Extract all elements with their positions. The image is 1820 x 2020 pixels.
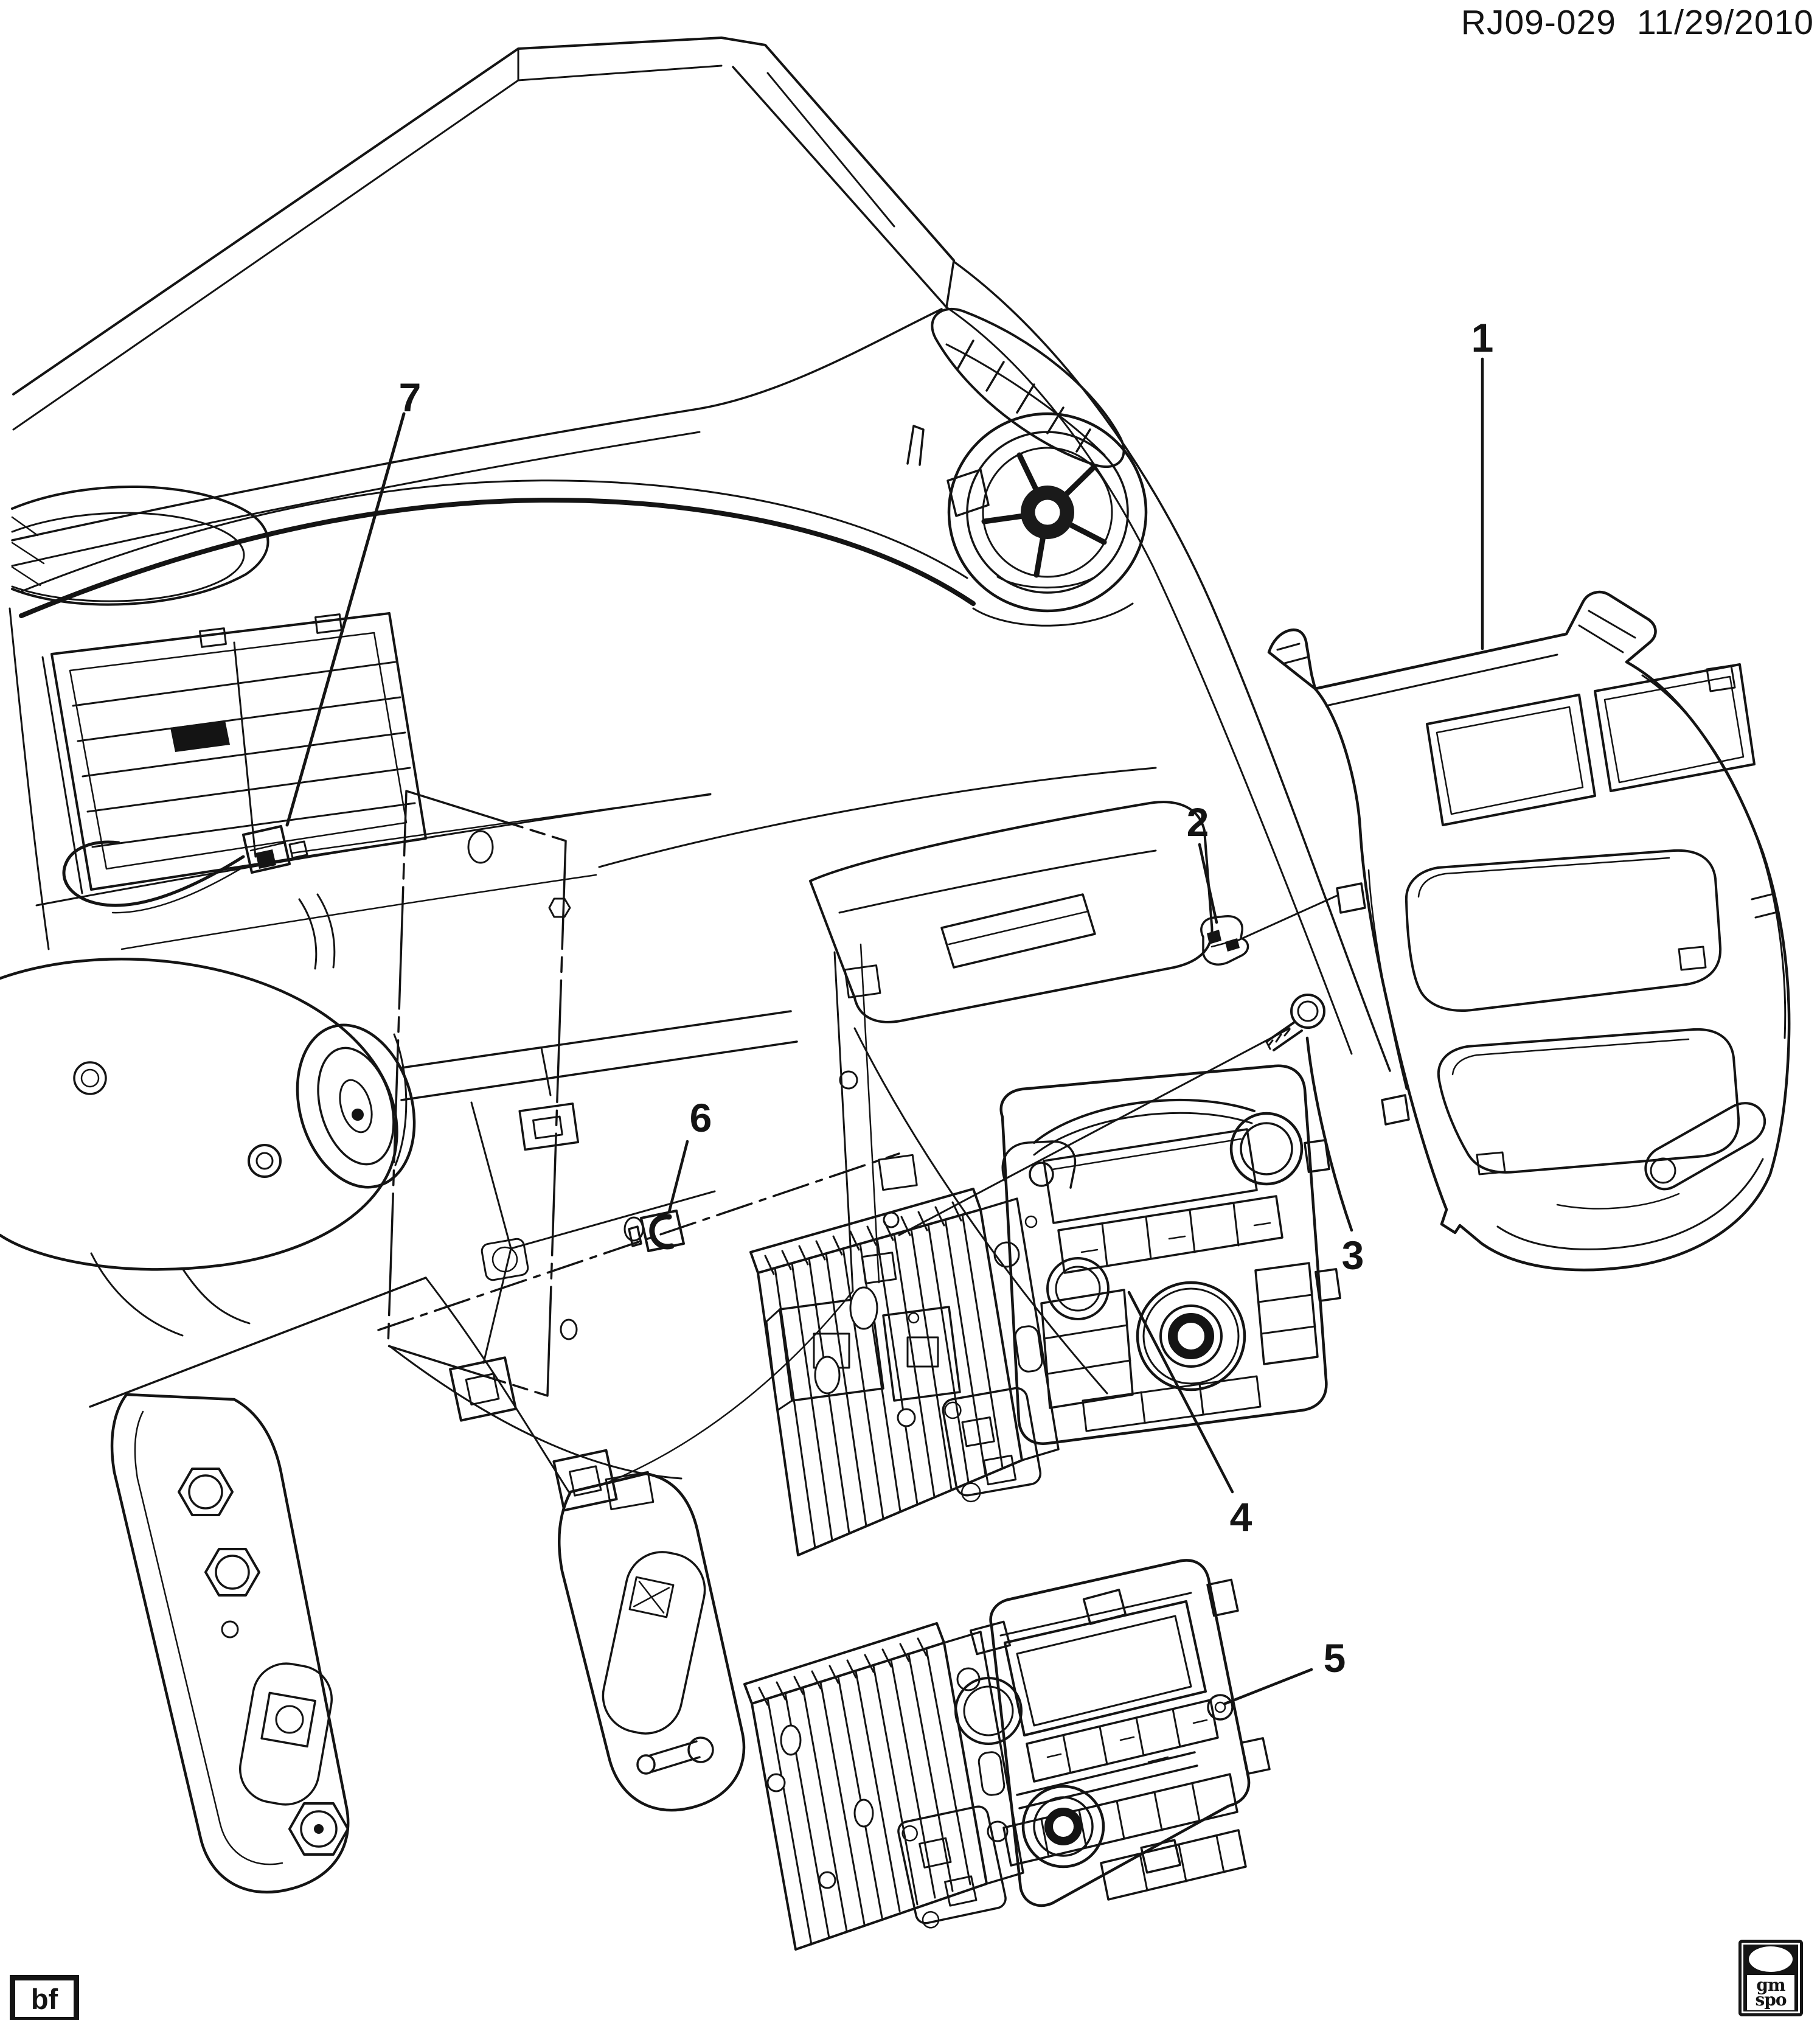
callout-numbers: 1 2 3 4 5 6 7 bbox=[399, 315, 1494, 1680]
wiring-connector bbox=[62, 825, 308, 914]
defroster-vent bbox=[931, 307, 1125, 468]
cowl-and-windshield-lines bbox=[11, 37, 1391, 1072]
callout-3: 3 bbox=[1342, 1233, 1364, 1278]
bf-badge-label: bf bbox=[30, 1982, 58, 2015]
center-vent-louvers bbox=[41, 612, 427, 894]
gm-spo-logo: gm spo bbox=[1738, 1940, 1803, 2016]
screw-part3 bbox=[1265, 994, 1325, 1051]
gm-logo-ellipse bbox=[1749, 1946, 1793, 1972]
steering-column bbox=[0, 958, 416, 1337]
dash-frame-structure bbox=[89, 830, 918, 1493]
gm-logo-line1: gm bbox=[1756, 1975, 1785, 1995]
left-mounting-bracket bbox=[110, 1393, 350, 1894]
gm-logo-line2: spo bbox=[1755, 1990, 1787, 2010]
callout-7: 7 bbox=[399, 375, 422, 420]
round-air-vent bbox=[947, 412, 1148, 627]
callout-1: 1 bbox=[1471, 315, 1494, 360]
glove-box-opening bbox=[809, 801, 1214, 1395]
gm-logo-text: gm spo bbox=[1747, 1975, 1794, 2010]
callout-4: 4 bbox=[1230, 1494, 1252, 1539]
radio-unit-upper bbox=[749, 1064, 1341, 1556]
instrument-panel-top bbox=[9, 425, 990, 950]
radio-unit-lower bbox=[743, 1559, 1271, 1951]
retainer-clip-part2 bbox=[1200, 915, 1249, 966]
callout-leader-lines bbox=[285, 357, 1484, 1705]
callout-5: 5 bbox=[1324, 1635, 1346, 1680]
radio-opening-cut-frame bbox=[387, 790, 567, 1397]
callout-2: 2 bbox=[1187, 799, 1209, 845]
panel-creases bbox=[35, 767, 1157, 970]
callout-6: 6 bbox=[690, 1095, 712, 1140]
drawing-code: RJ09-029 bbox=[1461, 3, 1616, 42]
bf-badge: bf bbox=[10, 1975, 79, 2020]
drawing-number: RJ09-029 11/29/2010 bbox=[1461, 4, 1814, 42]
right-mounting-bracket bbox=[557, 1471, 746, 1812]
bracket-connectors bbox=[449, 1247, 961, 1512]
drawing-date: 11/29/2010 bbox=[1636, 3, 1814, 42]
radio-trim-bezel bbox=[1267, 590, 1791, 1272]
retainer-clip-part6 bbox=[628, 1210, 685, 1252]
